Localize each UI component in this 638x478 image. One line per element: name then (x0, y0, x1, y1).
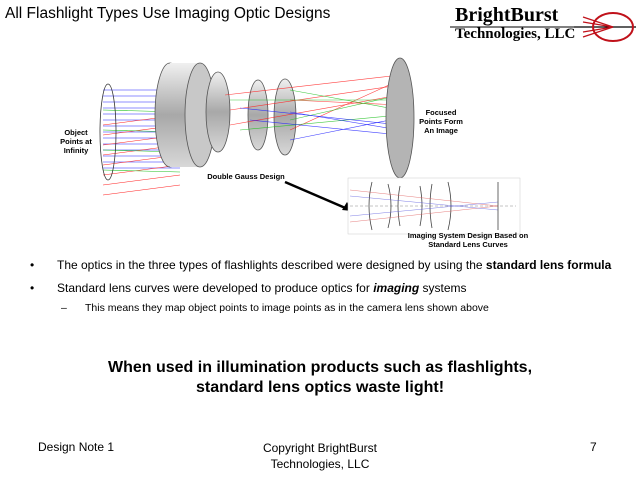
bullet-list: • The optics in the three types of flash… (30, 258, 620, 315)
key-message: When used in illumination products such … (107, 359, 533, 396)
page-number: 7 (590, 440, 597, 454)
slide-title: All Flashlight Types Use Imaging Optic D… (5, 5, 331, 22)
focused-points-label: Focused Points Form An Image (419, 108, 463, 135)
inset-caption: Imaging System Design Based on Standard … (407, 231, 529, 249)
footer-copyright: Copyright BrightBurst Technologies, LLC (262, 441, 378, 471)
logo-name: BrightBurst (455, 4, 559, 26)
lens-design-inset (347, 177, 521, 235)
image-plane (385, 57, 415, 179)
emphasized-term: standard lens formula (485, 258, 612, 272)
bullet-marker: • (30, 281, 35, 295)
logo-company: Technologies, LLC (455, 26, 576, 42)
double-gauss-label: Double Gauss Design (207, 172, 285, 181)
object-points-label: Object Points at Infinity (60, 128, 92, 155)
lens-group (154, 62, 297, 168)
object-plane (99, 83, 117, 181)
emphasized-term: imaging (373, 281, 420, 295)
logo-eye-icon (450, 12, 636, 42)
brightburst-logo (450, 3, 636, 47)
outgoing-green-rays (230, 89, 401, 131)
outgoing-blue-rays (239, 107, 401, 141)
bullet-item: • The optics in the three types of flash… (30, 258, 612, 272)
double-gauss-lens-illustration (99, 57, 521, 235)
footer-document-name: Design Note 1 (38, 440, 115, 454)
callout-arrow (284, 180, 351, 212)
bullet-marker: • (30, 258, 35, 272)
sub-bullet-marker: – (61, 302, 67, 314)
bullet-item: • Standard lens curves were developed to… (30, 281, 467, 295)
sub-bullet-item: – This means they map object points to i… (61, 302, 489, 314)
